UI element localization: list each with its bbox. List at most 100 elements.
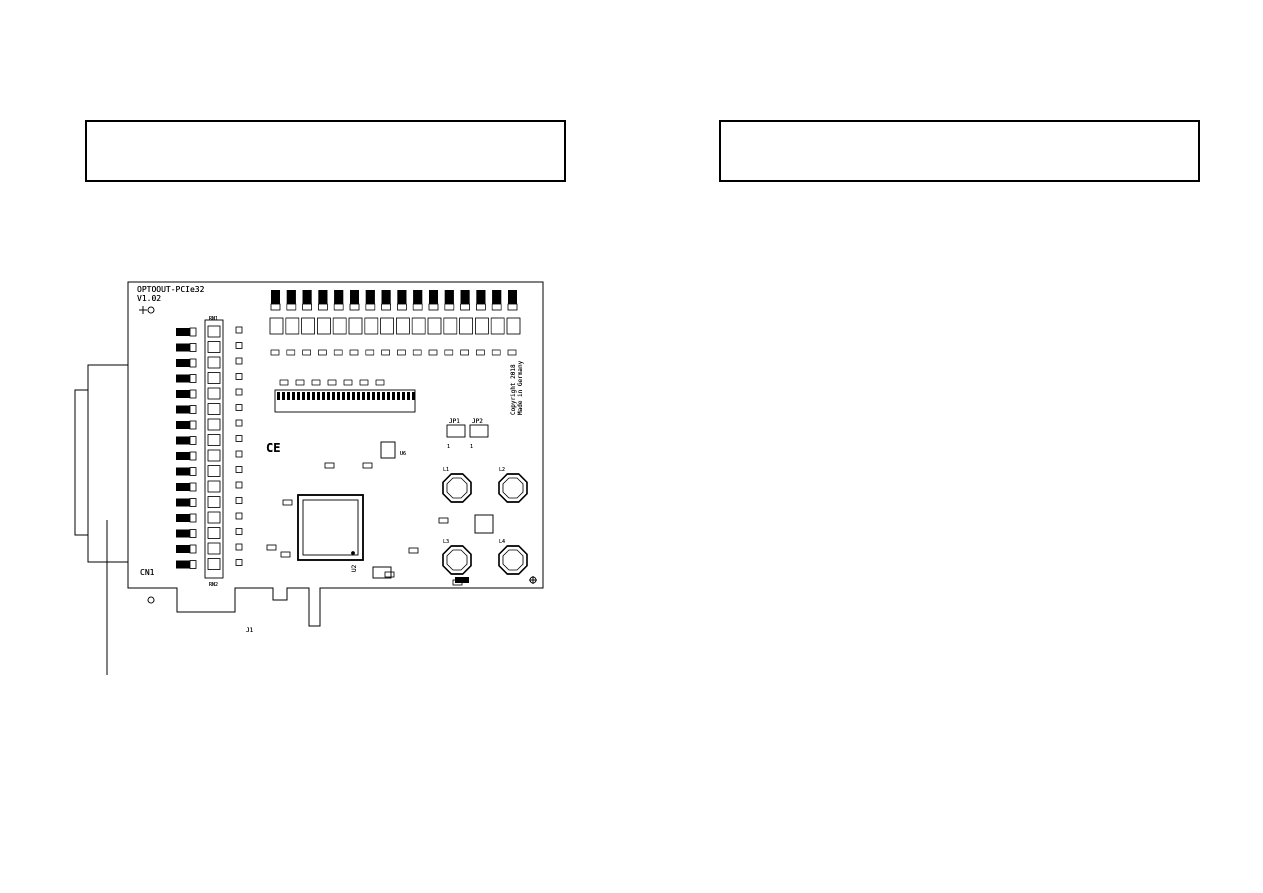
jumper-label-jp1: JP1 bbox=[449, 418, 460, 425]
opto-pad bbox=[176, 374, 190, 383]
fpga-chip-label: U2 bbox=[351, 564, 358, 572]
opto-pad bbox=[176, 529, 190, 538]
resistor-outline bbox=[207, 480, 221, 493]
connector-shell bbox=[87, 364, 128, 563]
resistor-outline bbox=[207, 325, 221, 338]
top-opto-pad bbox=[334, 290, 344, 304]
top-opto-outline bbox=[412, 303, 423, 311]
top-opto-outline bbox=[397, 303, 407, 311]
top-resistor-outline bbox=[269, 317, 284, 335]
copyright-label: Copyright 2018 bbox=[510, 364, 517, 415]
fpga-chip-label: U2 bbox=[351, 564, 358, 572]
pin-header-pin bbox=[302, 392, 305, 400]
small-smd bbox=[270, 349, 280, 356]
pin-header-pin bbox=[402, 392, 405, 400]
small-smd bbox=[333, 349, 343, 356]
inductor-inner bbox=[502, 549, 524, 571]
board-version-label: V1.02 bbox=[137, 294, 161, 303]
cap-outline bbox=[235, 481, 243, 489]
small-smd bbox=[381, 349, 390, 356]
pin-header-pin bbox=[347, 392, 350, 400]
top-opto-pad bbox=[350, 290, 359, 304]
pin-header-pin bbox=[292, 392, 295, 400]
board-name-label: OPTOOUT-PCIe32 bbox=[137, 285, 205, 294]
small-resistor bbox=[327, 379, 337, 386]
top-opto-outline bbox=[381, 303, 391, 311]
top-opto-outline bbox=[444, 303, 455, 311]
opto-pad bbox=[176, 545, 190, 553]
pin-header-pin bbox=[357, 392, 360, 400]
resistor-outline bbox=[207, 372, 221, 384]
smd-cap bbox=[280, 551, 291, 558]
opto-pad bbox=[176, 328, 190, 336]
smd-cap bbox=[282, 499, 293, 506]
top-opto-outline bbox=[318, 303, 328, 311]
fpga-chip bbox=[297, 494, 364, 561]
top-resistor-outline bbox=[411, 317, 426, 335]
small-smd bbox=[476, 349, 485, 356]
top-opto-outline bbox=[302, 303, 312, 311]
opto-pad bbox=[176, 467, 190, 476]
cap-outline bbox=[235, 528, 243, 535]
resistor-outline bbox=[207, 418, 221, 431]
jumper-jp1 bbox=[446, 424, 466, 438]
opto-pad-outline bbox=[189, 482, 197, 492]
inductor-label: L3 bbox=[443, 539, 449, 545]
small-resistor bbox=[359, 379, 369, 386]
pin-header-pin bbox=[277, 392, 280, 400]
small-resistor bbox=[343, 379, 353, 386]
resistor-outline bbox=[207, 558, 221, 570]
opto-pad bbox=[176, 390, 190, 398]
opto-pad-outline bbox=[189, 498, 197, 507]
opto-pad bbox=[176, 405, 190, 414]
cap-outline bbox=[235, 388, 243, 396]
top-opto-pad bbox=[271, 290, 280, 304]
fpga-chip-inner bbox=[302, 499, 359, 556]
top-opto-outline bbox=[476, 303, 486, 311]
top-resistor-outline bbox=[506, 317, 521, 335]
top-resistor-outline bbox=[348, 317, 363, 335]
inductor-label: L2 bbox=[499, 467, 505, 473]
top-opto-outline bbox=[286, 303, 297, 311]
small-smd bbox=[286, 349, 296, 356]
resistor-outline bbox=[207, 356, 221, 369]
small-smd bbox=[349, 349, 359, 356]
top-opto-pad bbox=[460, 290, 470, 304]
resistor-stack bbox=[204, 319, 224, 579]
small-smd bbox=[302, 349, 311, 356]
cap-outline bbox=[235, 450, 243, 458]
cap-outline bbox=[235, 497, 243, 504]
inductor-label: L1 bbox=[443, 467, 449, 473]
pin-header-pin bbox=[362, 392, 365, 400]
jumper-label-jp1: JP1 bbox=[449, 418, 460, 425]
small-smd bbox=[318, 349, 327, 356]
pin-header-pin bbox=[332, 392, 335, 400]
jumper-pin-label-2: 1 bbox=[470, 444, 473, 450]
top-opto-pad bbox=[397, 290, 407, 304]
top-resistor-outline bbox=[443, 317, 458, 335]
small-smd bbox=[491, 349, 501, 356]
smd-cap bbox=[266, 544, 277, 551]
pin-header-pin bbox=[327, 392, 330, 400]
inductor bbox=[442, 545, 472, 575]
resistor-array-label-2: RN2 bbox=[209, 582, 218, 588]
opto-pad bbox=[176, 343, 190, 352]
top-opto-pad bbox=[318, 290, 328, 304]
small-resistor bbox=[311, 379, 321, 386]
pin-header-pin bbox=[307, 392, 310, 400]
resistor-outline bbox=[207, 527, 221, 539]
top-resistor-outline bbox=[475, 317, 489, 335]
opto-pad bbox=[176, 514, 190, 522]
small-resistor bbox=[375, 379, 385, 386]
board-name-label: OPTOOUT-PCIe32 bbox=[137, 285, 205, 294]
opto-pad-outline bbox=[189, 451, 197, 461]
resistor-outline bbox=[207, 403, 221, 415]
cap-outline bbox=[235, 373, 243, 380]
jumper-pin-label-2: 1 bbox=[470, 444, 473, 450]
opto-pad bbox=[176, 359, 190, 367]
smd-cap bbox=[438, 517, 449, 524]
top-resistor-outline bbox=[427, 317, 442, 335]
resistor-outline bbox=[207, 449, 221, 462]
resistor-outline bbox=[207, 496, 221, 508]
ce-mark: CE bbox=[266, 441, 280, 455]
